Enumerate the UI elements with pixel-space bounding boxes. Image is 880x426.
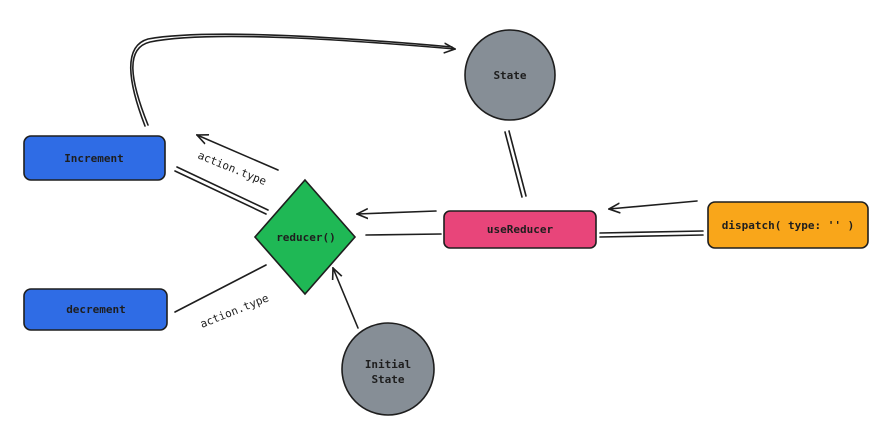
edge-label-increment-action: action.type [196,149,268,188]
edge-dispatch-to-usereducer [609,200,698,209]
edge-state-to-usereducer [504,130,527,198]
decrement-node[interactable]: decrement [23,288,168,331]
usereducer-label: useReducer [487,223,554,236]
usereducer-node[interactable]: useReducer [443,210,597,249]
decrement-label: decrement [66,303,126,316]
edge-label-decrement-action: action.type [198,291,270,330]
state-label: State [493,69,526,82]
edge-usereducer-to-dispatch [599,230,704,238]
edge-reducer-to-increment [197,135,279,171]
increment-label: Increment [64,152,124,165]
edge-increment-to-state [130,33,455,127]
edge-increment-to-reducer [174,166,269,215]
initial-state-node[interactable]: Initial State [341,322,435,416]
initial-state-label-line2: State [371,373,404,386]
edge-reducer-to-usereducer [365,233,442,236]
edge-reducer-to-decrement [174,264,267,313]
dispatch-node[interactable]: dispatch( type: '' ) [707,201,869,249]
edge-usereducer-to-reducer [357,211,437,214]
reducer-node[interactable]: reducer() [253,178,357,296]
increment-node[interactable]: Increment [23,135,166,181]
reducer-label: reducer() [276,231,336,244]
edge-initialstate-to-reducer [333,268,359,329]
dispatch-label: dispatch( type: '' ) [722,219,854,232]
state-node[interactable]: State [464,29,556,121]
initial-state-label-line1: Initial [365,358,411,371]
